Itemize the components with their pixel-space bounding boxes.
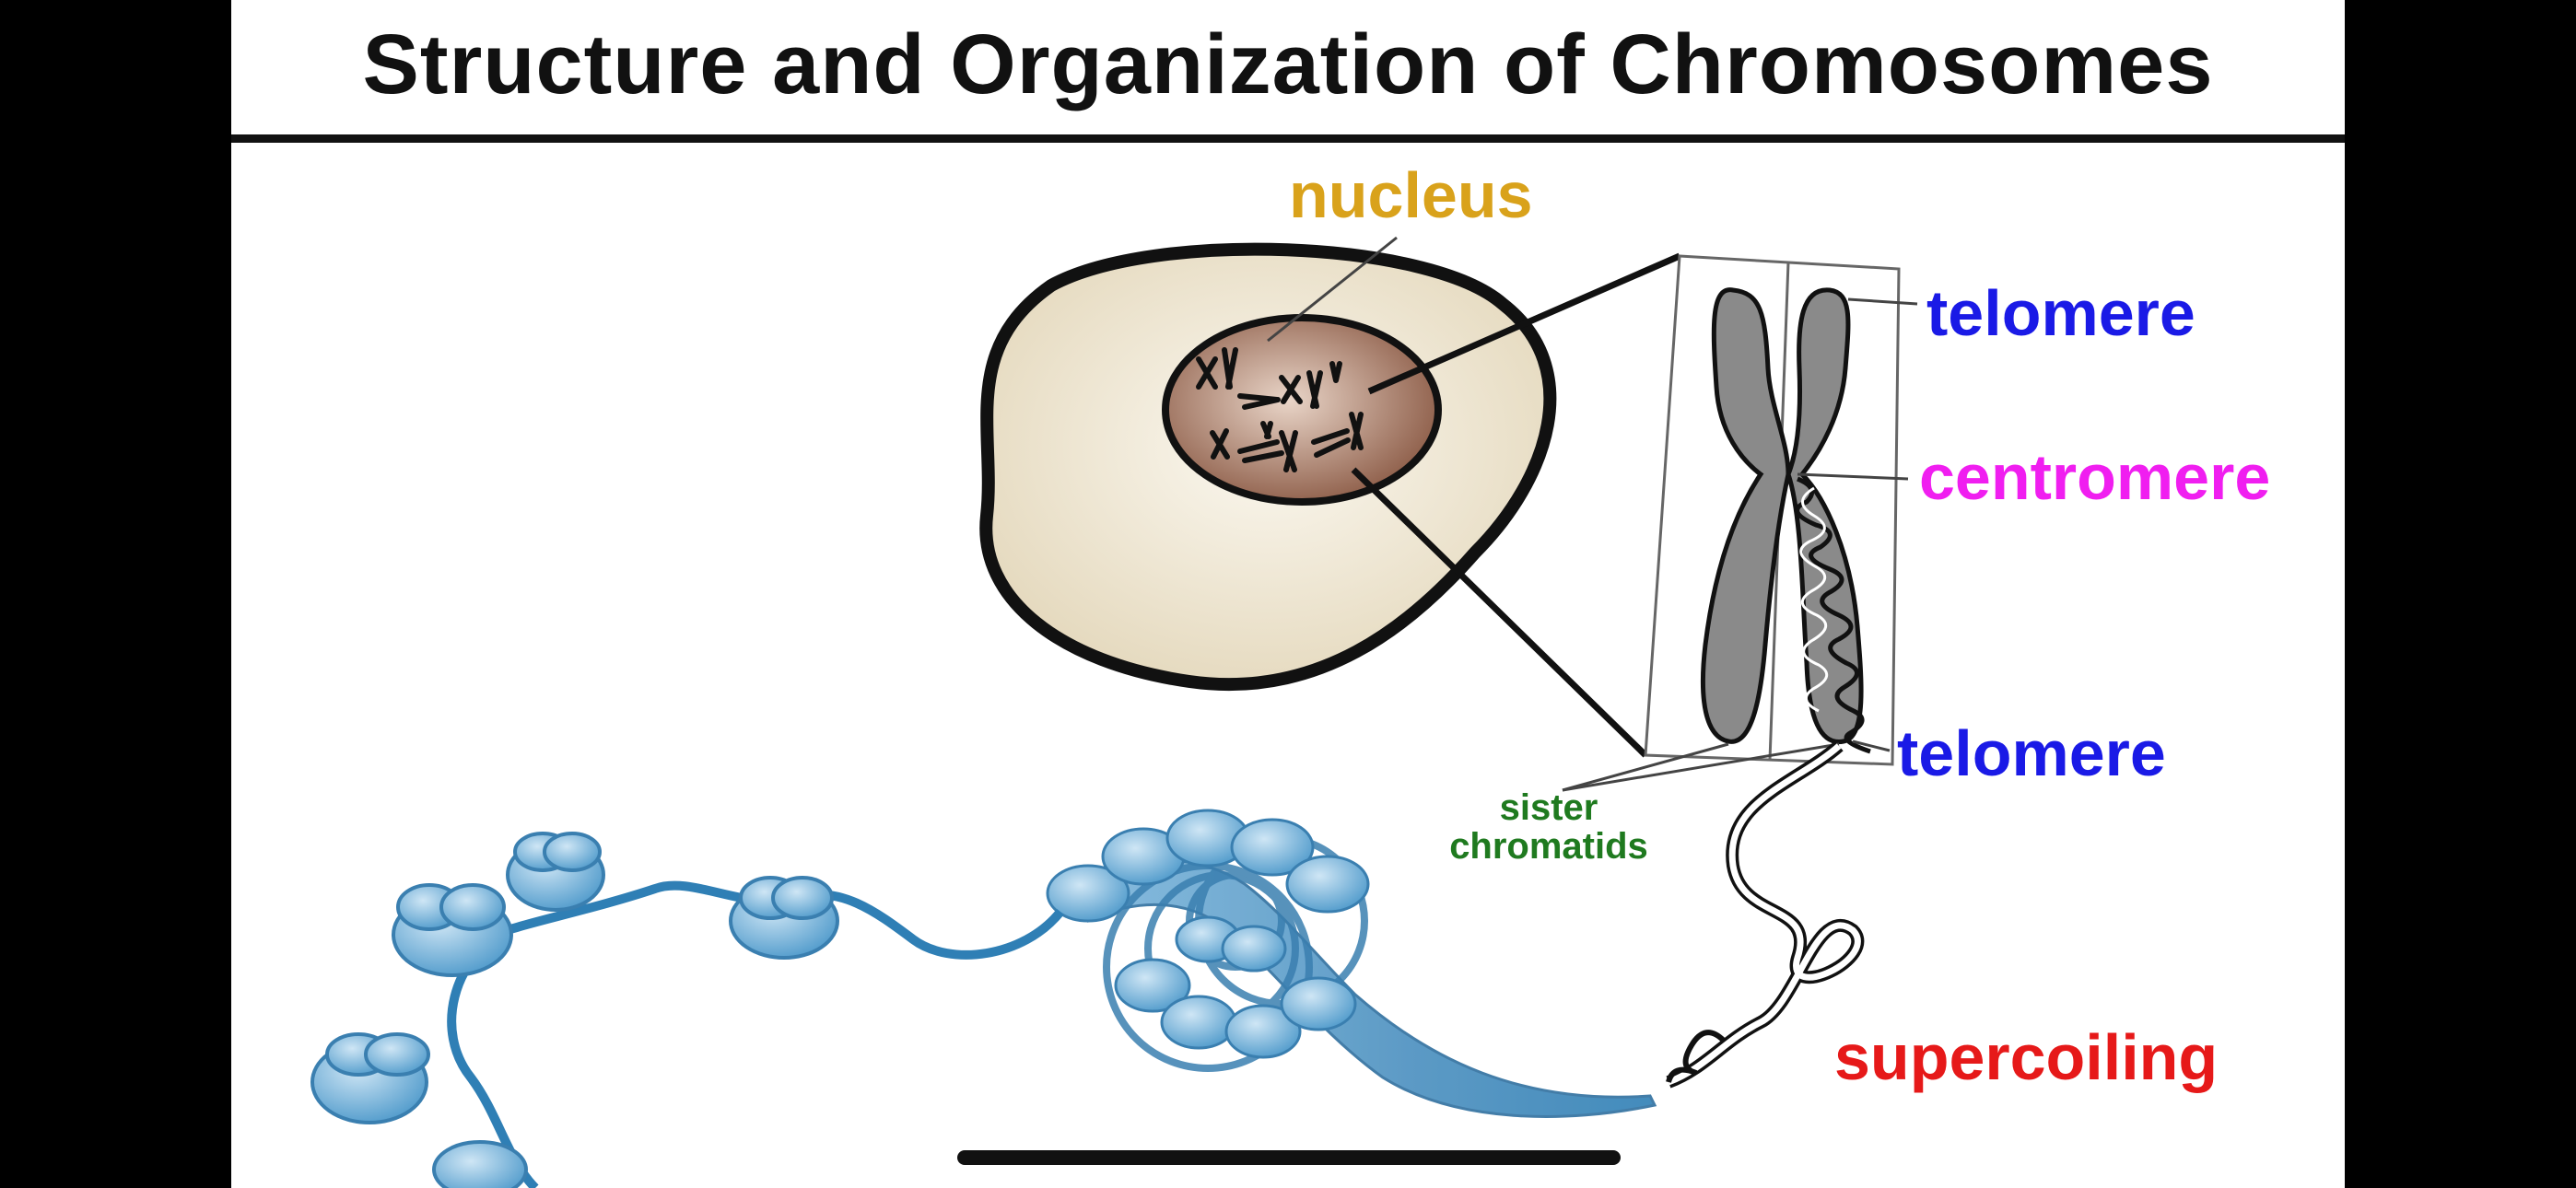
cell [979, 236, 1557, 692]
chromatin-fiber [1795, 476, 1871, 754]
label-centromere: centromere [1919, 441, 2271, 513]
nucleosome [392, 883, 513, 977]
nucleus-leader-line [1267, 236, 1398, 343]
slide: Structure and Organization of Chromosome… [231, 0, 2345, 1188]
solenoid-fiber [1046, 809, 1657, 1118]
supercoil-fiber [1666, 740, 1865, 1089]
nucleosome [432, 1140, 528, 1188]
nucleus-chromosomes [1196, 347, 1364, 472]
nucleosome [729, 876, 839, 960]
chromatid-right [1786, 287, 1864, 744]
telomere-top-leader [1847, 297, 1918, 306]
chromosome-diagram [310, 236, 1918, 1188]
nucleosome [506, 832, 605, 912]
beads-on-string [310, 832, 1064, 1188]
chromatid-left [1700, 287, 1791, 744]
label-sister-line2: chromatids [1449, 826, 1648, 867]
linker-dna [447, 880, 1064, 1188]
sister-leader-1 [1562, 742, 1729, 792]
label-telomere-bottom: telomere [1897, 717, 2166, 789]
page-title: Structure and Organization of Chromosome… [362, 17, 2214, 111]
centromere-leader [1797, 472, 1909, 481]
label-nucleus: nucleus [1289, 159, 1533, 231]
label-telomere-top: telomere [1926, 277, 2195, 349]
sister-leader-2 [1562, 742, 1840, 792]
label-supercoiling: supercoiling [1834, 1021, 2219, 1093]
nucleus [1162, 314, 1442, 506]
telomere-bottom-leader [1852, 740, 1891, 752]
label-sister-line1: sister [1499, 787, 1598, 828]
title-divider [231, 134, 2345, 143]
zoom-lines [1351, 252, 1681, 758]
home-indicator[interactable] [957, 1150, 1621, 1165]
chromosome-zoom-box [1562, 254, 1918, 792]
label-sister-chromatids: sister chromatids [1424, 788, 1673, 866]
nucleosome [310, 1032, 430, 1124]
